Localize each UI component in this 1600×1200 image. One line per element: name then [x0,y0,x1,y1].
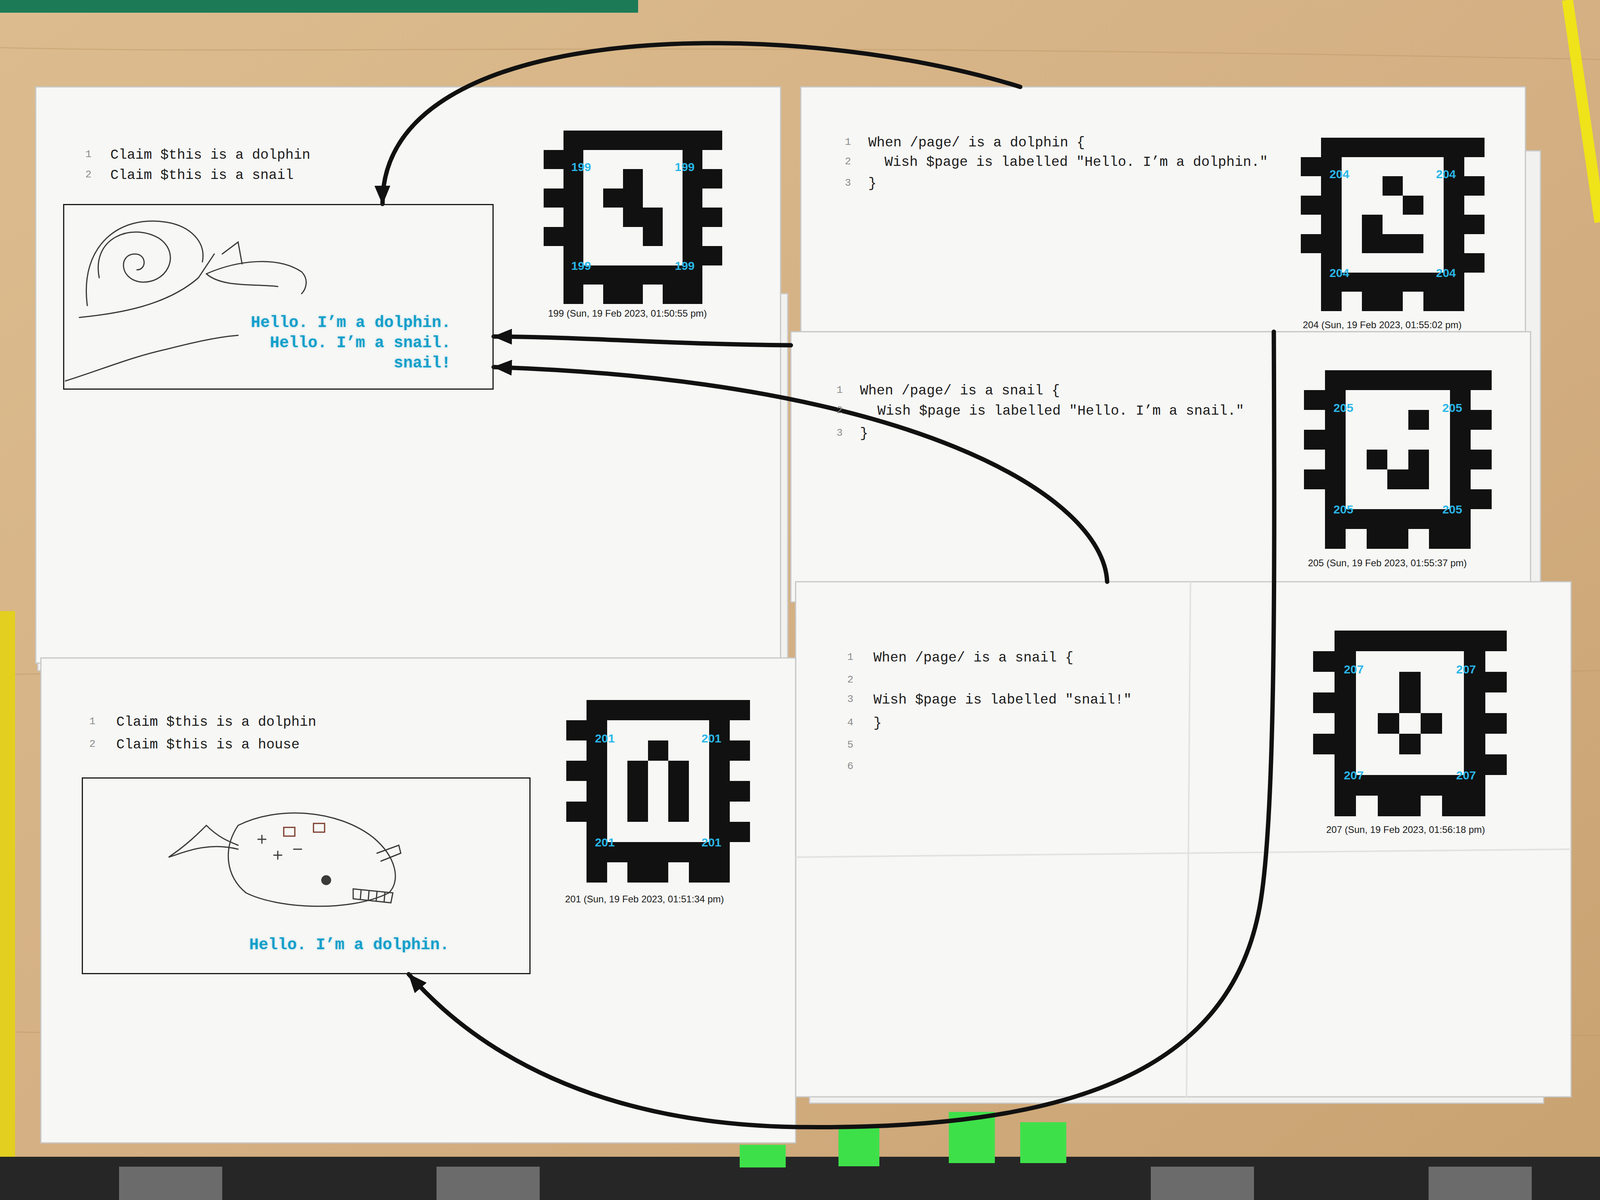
hand-drawn-arrow [382,43,1021,204]
cutting-mat-edge [0,0,639,13]
floor [0,1156,1600,1200]
line-number: 4 [847,716,854,729]
drawing-box: Hello. I’m a dolphin.Hello. I’m a snail.… [63,203,494,390]
projected-label: Hello. I’m a snail. [269,332,451,354]
line-number: 3 [836,426,843,439]
code-line: Claim $this is a dolphin [116,714,317,731]
tag-id: 205 [1333,502,1354,517]
timestamp: 205 (Sun, 19 Feb 2023, 01:55:37 pm) [1307,557,1467,569]
line-number: 2 [89,738,96,750]
timestamp: 201 (Sun, 19 Feb 2023, 01:51:34 pm) [565,893,724,905]
tag-id: 201 [701,731,722,746]
projected-label: Hello. I’m a dolphin. [249,934,450,956]
tag-id: 201 [594,835,615,850]
tag-id: 204 [1436,167,1456,181]
tag-id: 207 [1455,662,1476,677]
code-line: } [859,425,869,442]
tag-id: 199 [674,160,695,174]
line-number: 2 [836,404,843,417]
tag-id: 204 [1329,167,1350,181]
code-line: Claim $this is a house [116,736,300,753]
tag-id: 205 [1442,401,1463,415]
tag-id: 204 [1329,266,1350,280]
tag-id: 207 [1343,662,1364,677]
fiducial-tag [1313,630,1507,817]
timestamp: 207 (Sun, 19 Feb 2023, 01:56:18 pm) [1326,824,1485,836]
hand-drawn-arrow [493,336,791,346]
tag-id: 207 [1343,768,1364,783]
fiducial-tag [1300,137,1485,312]
line-number: 1 [89,715,96,728]
paper-page: 1 Claim $this is a dolphin 2 Claim $this is… [35,86,781,664]
line-number: 1 [847,651,854,664]
dolphin-house-sketch [168,813,401,907]
hand-drawn-arrow [408,331,1275,1127]
code-line: Claim $this is a snail [110,167,294,184]
code-line: Wish $page is labelled "Hello. I’m a sna… [877,403,1245,420]
tag-id: 201 [701,835,722,850]
line-number: 3 [844,176,852,189]
timestamp: 199 (Sun, 19 Feb 2023, 01:50:55 pm) [548,307,707,320]
code-line: When /page/ is a snail { [873,650,1074,666]
tag-id: 205 [1442,502,1463,517]
line-number: 6 [847,760,854,773]
yellow-cord [1567,0,1600,223]
tag-id: 201 [594,731,615,746]
tag-id: 199 [571,160,591,174]
tag-id: 205 [1333,401,1354,415]
code-line: When /page/ is a dolphin { [868,134,1085,151]
line-number: 2 [85,168,92,181]
line-number: 3 [847,693,854,706]
line-number: 2 [844,155,852,168]
projected-label: snail! [393,353,451,374]
hand-drawn-arrow [493,367,1108,582]
green-tape [739,1111,1067,1168]
paper-fold [795,581,1572,1097]
paper-page: 1 Claim $this is a dolphin 2 Claim $this is… [40,657,796,1143]
tag-id: 207 [1455,768,1476,783]
drawing-box: Hello. I’m a dolphin. [81,777,531,975]
paper-page: 1 When /page/ is a snail { 2 Wish $page is … [790,331,1531,602]
line-number: 1 [85,148,92,161]
snail-dolphin-sketch [65,221,307,381]
tag-id: 199 [571,259,591,273]
tag-id: 199 [674,259,695,273]
line-number: 5 [847,738,854,751]
floor-stripes [119,1166,1532,1200]
line-number: 1 [836,384,843,397]
paper-sheets [35,86,1572,1143]
paper-page: 1 When /page/ is a snail { 2 3 Wish $page is… [795,581,1572,1097]
timestamp: 204 (Sun, 19 Feb 2023, 01:55:02 pm) [1302,319,1462,331]
fiducial-tag [1303,370,1492,549]
code-line: Wish $page is labelled "snail!" [873,692,1132,708]
code-line: Wish $page is labelled "Hello. I’m a dol… [884,154,1268,171]
code-line: } [873,715,882,732]
paper-page: 1 When /page/ is a dolphin { 2 Wish $page i… [800,86,1526,332]
code-line: Claim $this is a dolphin [110,147,311,164]
projected-label: Hello. I’m a dolphin. [250,312,451,333]
fiducial-tag [566,700,750,883]
line-number: 1 [844,136,852,149]
code-line: } [868,175,877,192]
code-line: When /page/ is a snail { [859,382,1060,399]
yellow-object [0,611,16,1200]
tag-id: 204 [1436,266,1456,280]
line-number: 2 [847,673,854,686]
fiducial-tag [543,130,723,304]
